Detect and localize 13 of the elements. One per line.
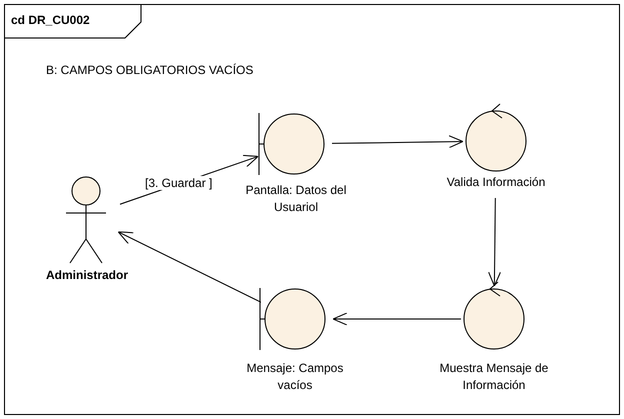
diagram-subtitle: B: CAMPOS OBLIGATORIOS VACÍOS: [46, 63, 254, 77]
frame-title: cd DR_CU002: [11, 13, 90, 27]
node-label: Valida Información: [446, 174, 546, 191]
arrow: [332, 312, 462, 326]
arrow: [332, 135, 464, 148]
node-label: Administrador: [44, 267, 129, 284]
node-label: Pantalla: Datos del Usuariol: [244, 182, 348, 216]
node-label: Muestra Mensaje de Información: [438, 360, 550, 394]
diagram-frame: [4, 4, 620, 415]
node-label: Mensaje: Campos vacíos: [246, 360, 344, 394]
arrow: [488, 198, 502, 286]
arrow: [118, 231, 262, 303]
edge-label: [3. Guardar ]: [144, 176, 214, 190]
